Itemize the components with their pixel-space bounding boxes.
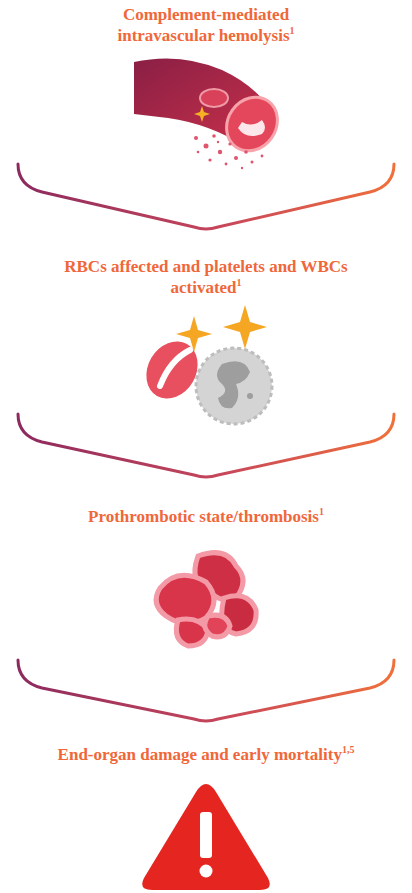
- exclamation-bar: [200, 812, 212, 858]
- stage-node: Complement-mediated intravascular hemoly…: [18, 0, 394, 164]
- stage-heading-line: Complement-mediated intravascular hemoly…: [18, 4, 394, 46]
- rbc-opening: [238, 120, 265, 136]
- thrombus-icon: [156, 553, 256, 646]
- rbc-in-vessel: [200, 89, 228, 107]
- reference-superscript: 1: [319, 506, 324, 517]
- stage-heading-line: Prothrombotic state/thrombosis1: [18, 506, 394, 527]
- reference-superscript: 1,5: [342, 744, 355, 755]
- chevron-connector: [18, 414, 394, 477]
- warning-triangle: [142, 784, 270, 890]
- stage-heading: RBCs affected and platelets and WBCs act…: [56, 256, 356, 298]
- warning-icon: [142, 784, 270, 890]
- stage-heading: Prothrombotic state/thrombosis1: [88, 506, 324, 527]
- stage-node: Prothrombotic state/thrombosis1: [18, 478, 394, 660]
- blood-vessel-icon: [134, 58, 288, 169]
- chevron-connector: [18, 660, 394, 721]
- reference-superscript: 1: [237, 277, 242, 288]
- hemolysis-particles: [194, 134, 263, 169]
- wbc-nucleus: [217, 361, 250, 408]
- blood-cells-icon: [136, 305, 272, 424]
- wbc-granule: [247, 393, 253, 399]
- white-blood-cell: [196, 348, 272, 424]
- stage-heading: End-organ damage and early mortality1,5: [58, 744, 355, 765]
- sparkle: [194, 106, 210, 122]
- reference-superscript: 1: [290, 25, 295, 36]
- stage-node: RBCs affected and platelets and WBCs act…: [18, 230, 394, 414]
- exclamation-dot: [200, 865, 213, 878]
- stage-node: End-organ damage and early mortality1,5: [18, 722, 394, 892]
- rbc-highlight: [160, 350, 190, 386]
- chevron-connector: [18, 164, 394, 229]
- platelet-star: [223, 305, 267, 349]
- stage-heading: Complement-mediated intravascular hemoly…: [81, 4, 331, 46]
- stage-heading-line: RBCs affected and platelets and WBCs act…: [18, 256, 394, 298]
- stage-heading-line: End-organ damage and early mortality1,5: [18, 744, 394, 765]
